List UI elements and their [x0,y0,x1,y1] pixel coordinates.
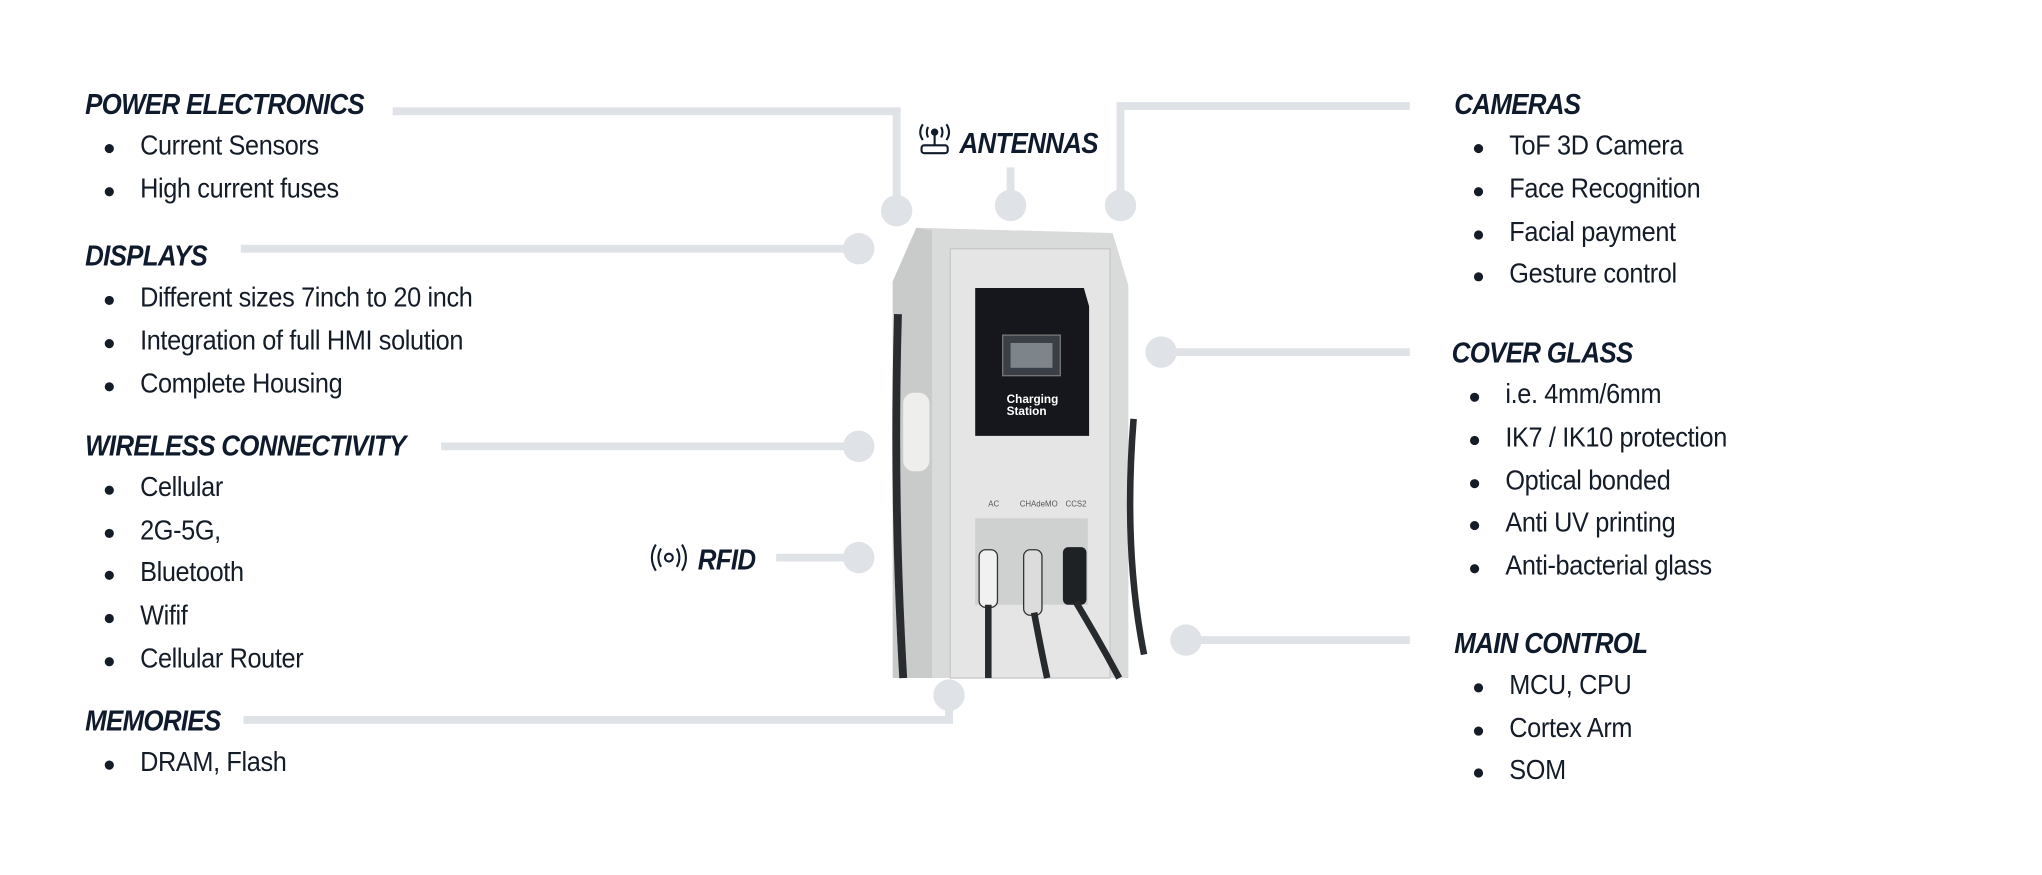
bullet-icon [104,187,114,197]
power-electronics-title: POWER ELECTRONICS [85,87,365,121]
cover-glass-list-item: IK7 / IK10 protection [1505,422,1727,453]
port-label: AC [988,501,1000,510]
wireless-connectivity-title: WIRELESS CONNECTIVITY [85,429,406,463]
cover-glass-list-item: Anti-bacterial glass [1505,551,1712,582]
rfid-signal-icon [650,544,687,572]
antennas-title: ANTENNAS [959,126,1098,160]
bullet-icon [104,143,114,154]
cameras-list-item: Facial payment [1509,217,1676,248]
bullet-icon [104,657,114,667]
power-electronics-list-item: Current Sensors [140,130,319,162]
screen-text-line: Station [1006,404,1047,418]
cameras-list-item: Gesture control [1509,259,1677,290]
cover-glass-list-item: i.e. 4mm/6mm [1505,379,1662,410]
main-control-list-item: MCU, CPU [1509,670,1632,701]
bullet-icon [1470,564,1480,574]
cameras-connector [1116,102,1410,206]
wireless-connectivity-list-item: Bluetooth [140,557,244,588]
rfid-title: RFID [697,543,756,576]
charging-station-image [892,227,1148,680]
main-control-title: MAIN CONTROL [1454,627,1648,660]
bullet-icon [104,760,114,770]
displays-list-item: Complete Housing [140,369,343,400]
port-label: CHAdeMO [1019,501,1058,510]
power-connector [392,107,901,207]
bullet-icon [1473,143,1484,154]
memories-title: MEMORIES [85,704,221,737]
antenna-router-icon [919,123,951,155]
wireless-connectivity-list-item: Wifif [140,600,188,631]
station-screen-text: Charging Station [1006,392,1059,418]
cameras-list-item: Face Recognition [1509,174,1701,205]
bullet-icon [104,485,114,495]
bullet-icon [1473,230,1484,240]
cover-glass-title: COVER GLASS [1451,336,1634,370]
port-label: CCS2 [1065,501,1087,510]
displays-list-item: Integration of full HMI solution [140,325,464,357]
bullet-icon [104,528,114,538]
cover-glass-list-item: Anti UV printing [1505,507,1676,538]
bullet-icon [1470,392,1480,402]
bullet-icon [104,339,114,349]
bullet-icon [104,570,114,580]
wireless-connectivity-list-item: Cellular [140,472,223,503]
bullet-icon [1473,726,1484,736]
memories-connector [243,696,953,724]
displays-title: DISPLAYS [85,239,208,273]
bullet-icon [1473,272,1484,282]
bullet-icon [1470,520,1480,531]
main-control-list-item: SOM [1509,755,1566,786]
cameras-title: CAMERAS [1454,87,1581,121]
bullet-icon [104,295,114,305]
bullet-icon [1470,479,1480,489]
bullet-icon [1473,187,1484,197]
wireless-connectivity-list-item: Cellular Router [140,644,304,675]
main-control-list-item: Cortex Arm [1509,713,1633,744]
wireless-connectivity-list-item: 2G-5G, [140,515,221,546]
screen-text-line: Charging [1006,392,1059,406]
cover-glass-list-item: Optical bonded [1505,466,1671,497]
cameras-list-item: ToF 3D Camera [1509,130,1684,162]
bullet-icon [1470,435,1480,446]
power-electronics-list-item: High current fuses [140,174,339,205]
memories-list-item: DRAM, Flash [140,747,287,778]
bullet-icon [104,382,114,392]
bullet-icon [1473,683,1484,693]
bullet-icon [104,613,114,624]
displays-list-item: Different sizes 7inch to 20 inch [140,282,473,313]
bullet-icon [1473,768,1484,778]
